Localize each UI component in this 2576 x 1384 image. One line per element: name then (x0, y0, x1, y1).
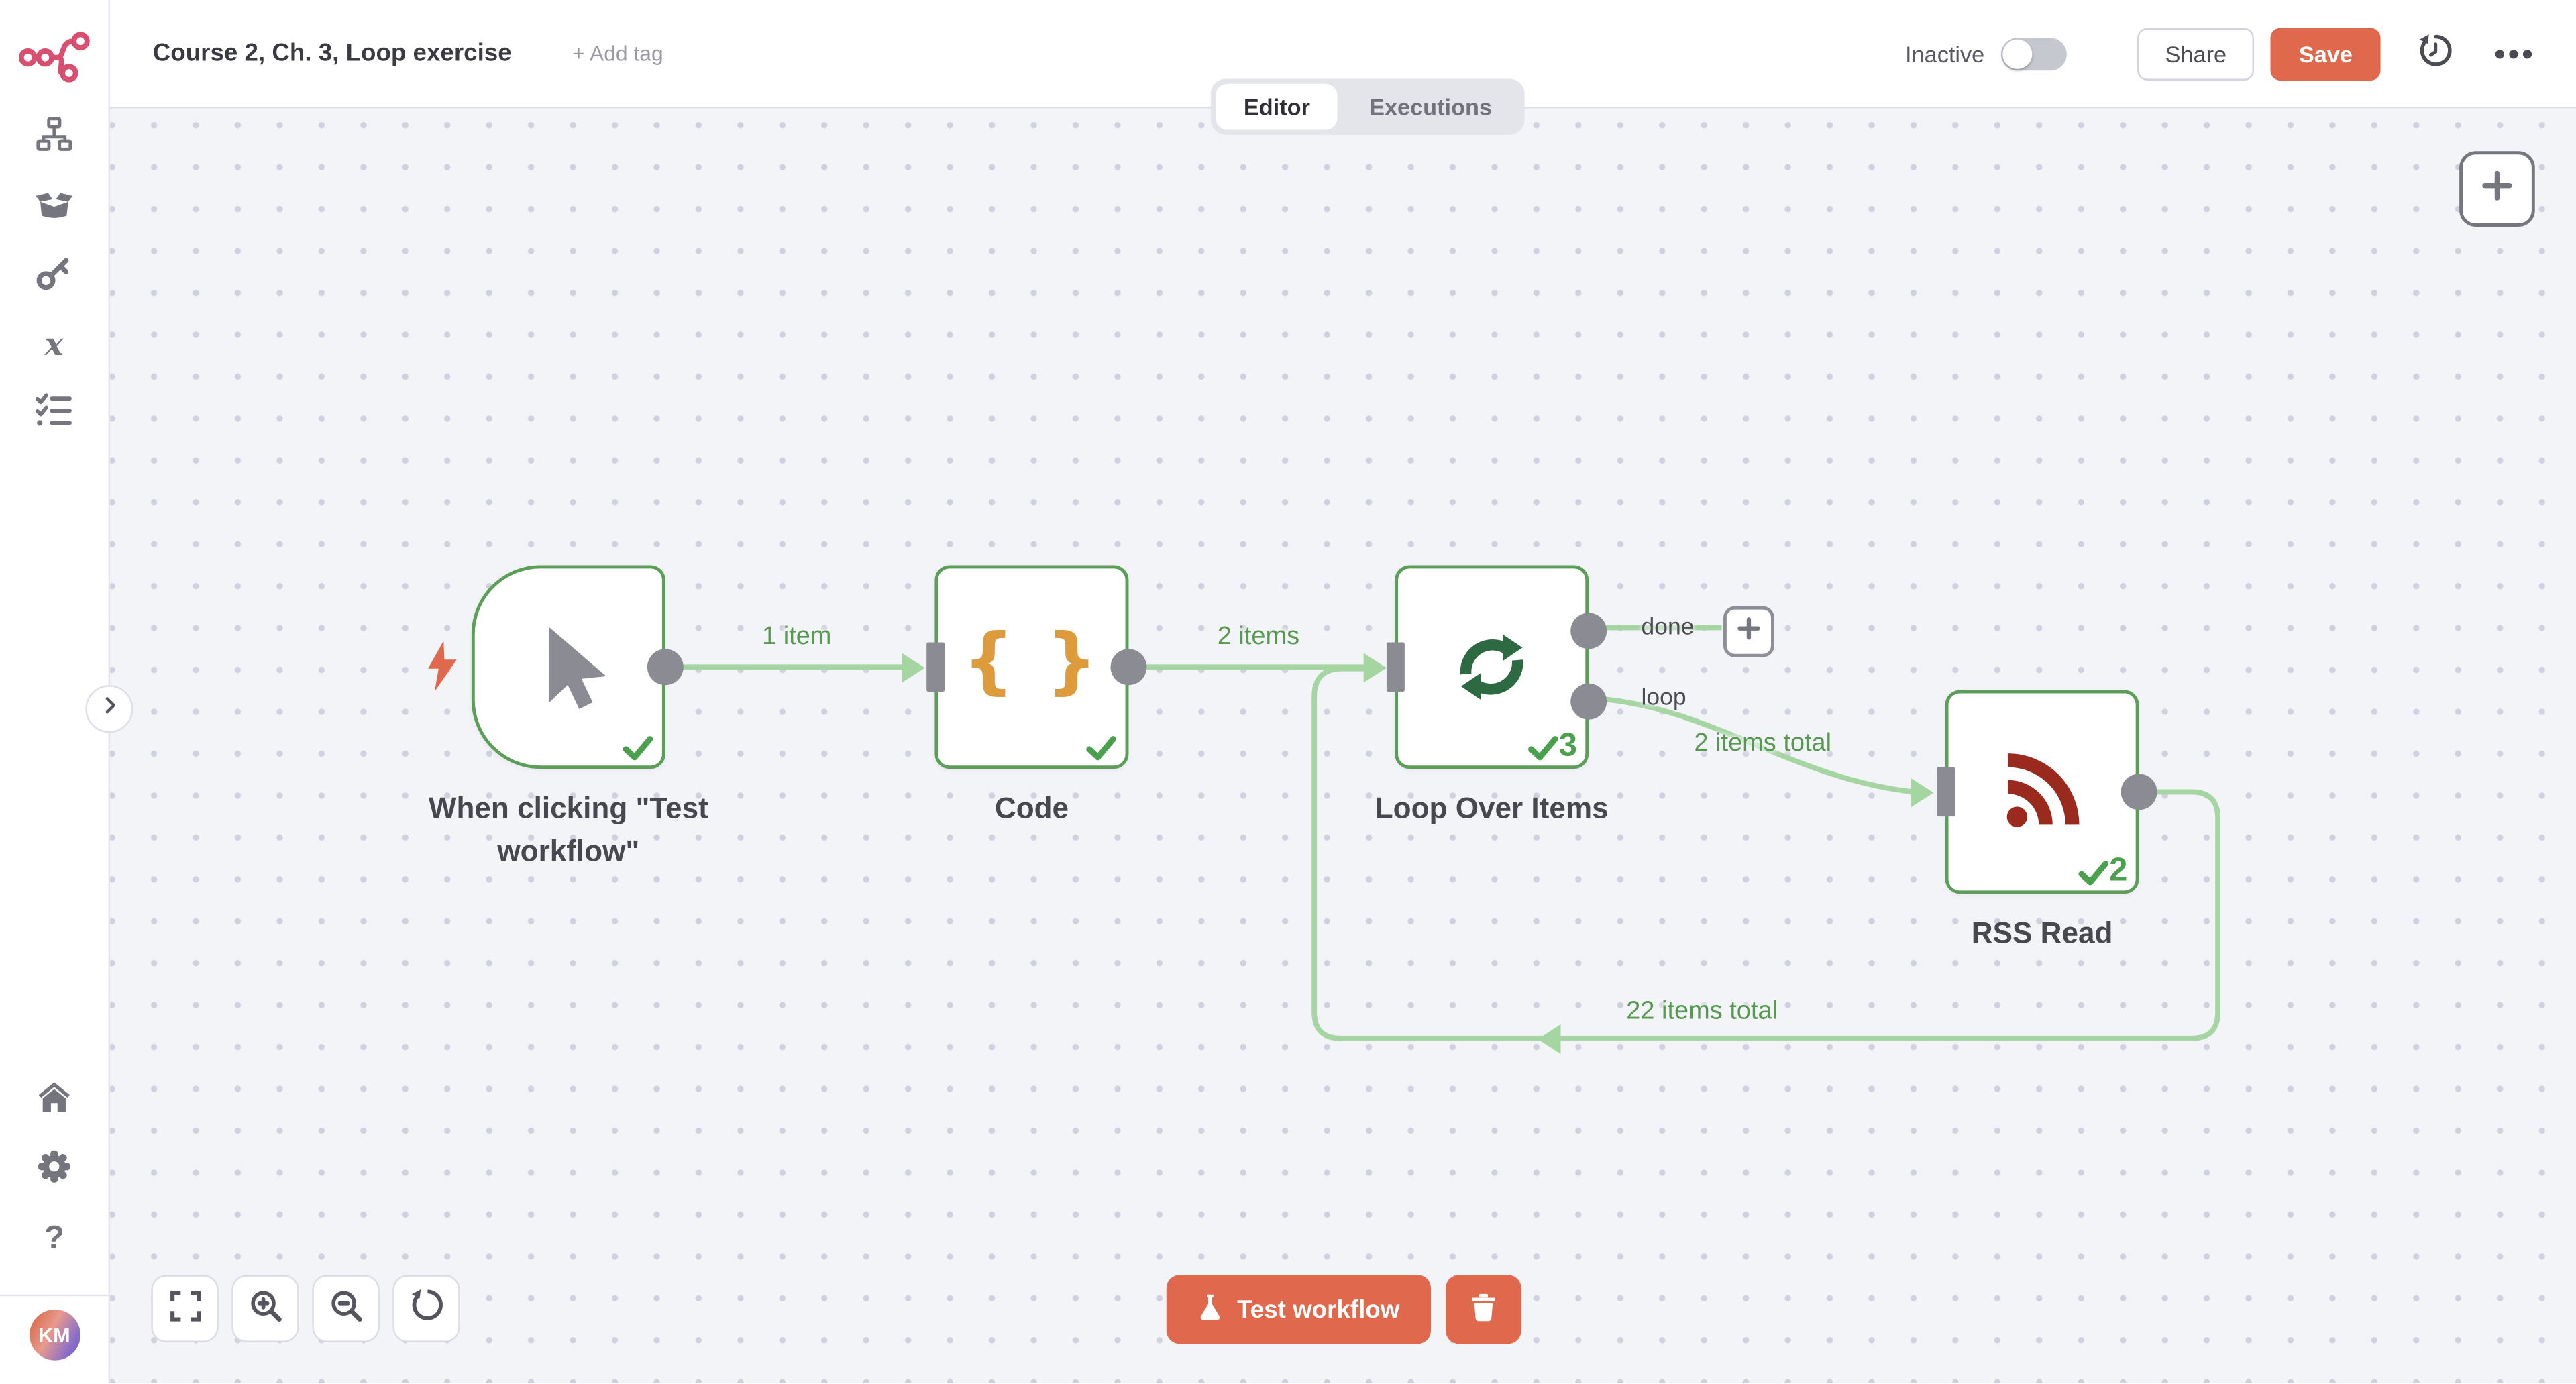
add-node-button[interactable] (2459, 151, 2535, 227)
activation-toggle[interactable] (2000, 37, 2067, 70)
test-workflow-button[interactable]: Test workflow (1166, 1275, 1431, 1344)
workflows-sitemap-icon (34, 114, 74, 162)
connection-items-label: 1 item (762, 623, 832, 651)
rss-icon (1948, 693, 2135, 890)
sidebar-divider (0, 1294, 109, 1297)
ellipsis-icon (2494, 41, 2534, 66)
gear-icon (34, 1146, 74, 1193)
toggle-knob (2002, 38, 2033, 68)
run-bar: Test workflow (1166, 1275, 1521, 1344)
success-check-icon (1086, 735, 1118, 763)
items-count: 2 (2109, 853, 2128, 889)
sidebar-nav: x (0, 102, 109, 450)
connection-items-label: 2 items (1217, 623, 1300, 651)
workflow-title[interactable]: Course 2, Ch. 3, Loop exercise (152, 39, 512, 68)
tab-executions[interactable]: Executions (1369, 93, 1493, 120)
code-braces-icon: { } (963, 619, 1101, 702)
output-port[interactable] (1110, 649, 1147, 686)
output-port[interactable] (2121, 774, 2157, 810)
sidebar-item-templates[interactable] (21, 174, 87, 240)
workflow-history-button[interactable] (2416, 32, 2454, 75)
node-name[interactable]: When clicking "Test workflow" (428, 792, 708, 867)
plus-icon (1737, 615, 1762, 648)
output-port-loop[interactable] (1570, 683, 1607, 720)
tab-editor[interactable]: Editor (1216, 83, 1338, 130)
connections-layer (668, 625, 2221, 1055)
n8n-logo-icon[interactable] (0, 0, 109, 109)
canvas-world: 1 item 2 items 2 items total 22 items to… (110, 109, 2576, 1383)
share-button[interactable]: Share (2137, 27, 2255, 80)
sidebar-item-credentials[interactable] (21, 243, 87, 309)
node-name[interactable]: Loop Over Items (1375, 792, 1609, 825)
cursor-icon (475, 568, 662, 765)
reset-zoom-icon (409, 1288, 445, 1329)
connection-items-label: 22 items total (1626, 997, 1778, 1026)
sidebar-item-variables[interactable]: x (21, 312, 87, 378)
success-check-icon: 3 (1527, 729, 1577, 762)
templates-box-icon (34, 183, 74, 231)
input-port[interactable] (926, 642, 945, 692)
variables-x-icon: x (44, 327, 64, 364)
sidebar-expand-button[interactable] (85, 685, 133, 733)
input-port[interactable] (1937, 767, 1955, 817)
output-port[interactable] (647, 649, 684, 686)
zoom-in-button[interactable] (231, 1275, 299, 1342)
workflow-canvas[interactable]: 1 item 2 items 2 items total 22 items to… (110, 108, 2576, 1384)
canvas-controls (151, 1275, 460, 1342)
sidebar-item-workflows[interactable] (21, 105, 87, 171)
output-port-done[interactable] (1570, 613, 1607, 649)
sidebar-item-help[interactable]: ? (21, 1206, 87, 1272)
add-node-from-done-button[interactable] (1723, 606, 1774, 657)
input-port[interactable] (1386, 642, 1405, 692)
save-button[interactable]: Save (2271, 27, 2381, 80)
output-done-label: done (1641, 614, 1695, 641)
connection-items-label: 2 items total (1694, 729, 1832, 757)
more-options-button[interactable] (2494, 41, 2534, 66)
history-clock-icon (2416, 32, 2454, 75)
user-avatar[interactable]: KM (28, 1309, 80, 1361)
test-workflow-label: Test workflow (1237, 1295, 1400, 1324)
sidebar-item-executions[interactable] (21, 381, 87, 447)
editor-executions-tabs: Editor Executions (1210, 78, 1525, 135)
chevron-right-icon (98, 693, 121, 725)
trash-icon (1470, 1292, 1497, 1326)
fit-view-button[interactable] (151, 1275, 219, 1342)
sidebar-item-settings[interactable] (21, 1137, 87, 1203)
sidebar-spacer (0, 450, 109, 1065)
node-name[interactable]: RSS Read (1971, 916, 2113, 950)
trigger-bolt-icon (425, 641, 462, 702)
header-actions: Inactive Share Save (1905, 27, 2576, 80)
sidebar-bottom-nav: ? (0, 1065, 109, 1275)
key-icon (34, 252, 74, 300)
help-question-icon: ? (44, 1220, 64, 1257)
success-check-icon: 2 (2078, 853, 2128, 889)
fit-view-icon (167, 1288, 203, 1329)
reset-zoom-button[interactable] (392, 1275, 460, 1342)
executions-checklist-icon (34, 390, 74, 438)
home-icon (34, 1077, 74, 1124)
plus-icon (2481, 168, 2514, 209)
flask-icon (1197, 1292, 1222, 1326)
node-code[interactable]: { } (926, 565, 1147, 769)
avatar-initials: KM (38, 1323, 70, 1346)
output-loop-label: loop (1641, 685, 1686, 712)
zoom-in-icon (248, 1288, 284, 1329)
items-count: 3 (1558, 727, 1578, 764)
loop-sync-icon (1398, 568, 1585, 765)
node-loop-over-items[interactable]: 3 (1386, 565, 1607, 769)
node-manual-trigger[interactable] (427, 565, 684, 769)
activation-status-label: Inactive (1905, 40, 1985, 67)
node-rss-read[interactable]: 2 (1937, 690, 2157, 894)
zoom-out-button[interactable] (312, 1275, 380, 1342)
add-tag-button[interactable]: + Add tag (572, 41, 663, 66)
node-name[interactable]: Code (994, 792, 1069, 825)
zoom-out-icon (328, 1288, 364, 1329)
sidebar-item-home[interactable] (21, 1068, 87, 1134)
delete-workflow-button[interactable] (1445, 1275, 1521, 1344)
success-check-icon (623, 735, 654, 763)
